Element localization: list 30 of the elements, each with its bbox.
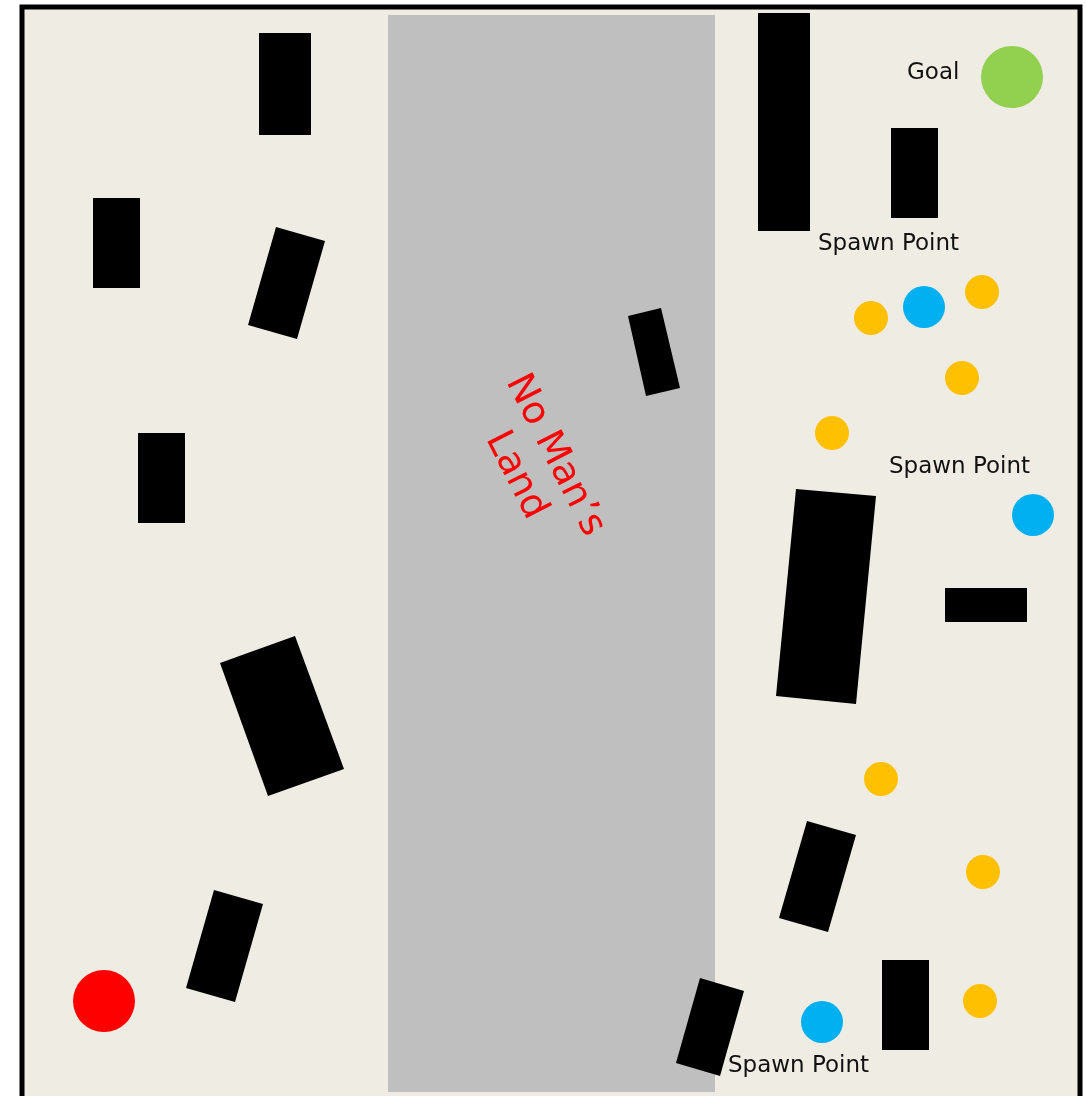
item-marker [966,855,1000,889]
spawn-point-label: Spawn Point [889,454,1031,477]
obstacle [779,821,856,932]
goal-marker [981,46,1043,108]
item-marker [965,275,999,309]
obstacle [248,227,325,339]
spawn-marker [903,286,945,328]
obstacle [259,33,311,135]
obstacle [186,890,263,1002]
obstacle [220,636,344,796]
spawn-point-label: Spawn Point [818,231,960,254]
item-marker [945,361,979,395]
goal-label: Goal [907,60,960,83]
obstacle [882,960,929,1050]
obstacle [758,13,810,231]
obstacle [945,588,1027,622]
no-mans-land-zone [388,15,715,1092]
item-marker [854,301,888,335]
spawn-marker [1012,494,1054,536]
obstacle [628,308,680,396]
item-marker [963,984,997,1018]
spawn-marker [801,1001,843,1043]
obstacle [93,198,140,288]
spawn-point-label: Spawn Point [728,1053,870,1076]
obstacle [776,489,876,704]
obstacle [891,128,938,218]
obstacle [138,433,185,523]
item-marker [864,762,898,796]
player-marker [73,970,135,1032]
item-marker [815,416,849,450]
